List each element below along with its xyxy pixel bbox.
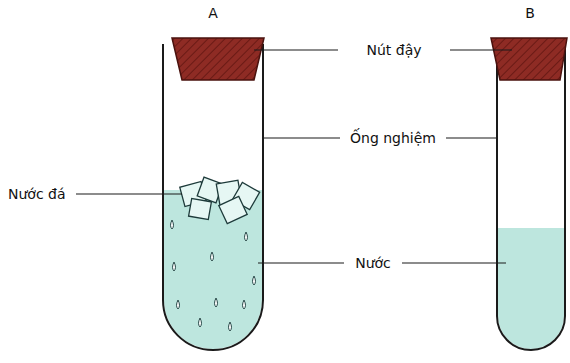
tube-label: A [206,4,220,22]
stopper-a [172,38,264,80]
tube-label: B [523,4,537,22]
test-tube-b [497,44,565,350]
ice-cubes [180,177,260,224]
part-label: Nước [353,254,393,272]
part-label: Nước đá [6,185,68,203]
test-tube-a [163,44,263,350]
water-b [498,228,564,349]
stopper-b [491,38,567,80]
water-a [164,190,262,349]
part-label: Ống nghiệm [348,129,438,147]
part-label: Nút đậy [364,41,423,59]
leader-lines [76,50,512,263]
water-drops [171,220,256,331]
